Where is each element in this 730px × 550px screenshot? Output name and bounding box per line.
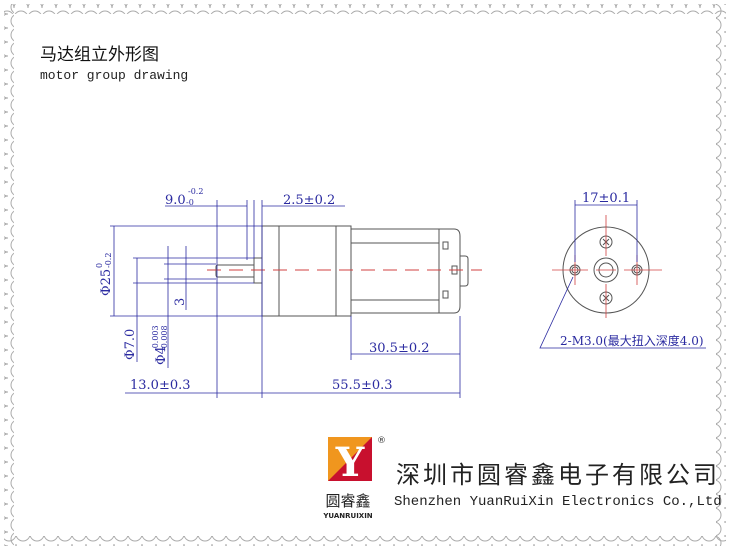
dim-shaft-dia-tol-lower: -0.008 — [160, 325, 169, 351]
dim-flange: 2.5±0.2 — [283, 193, 335, 208]
dimension-lines — [110, 200, 461, 398]
logo-en: YUANRUIXIN — [322, 512, 372, 520]
title-en: motor group drawing — [40, 68, 188, 83]
dim-shaft-length-tol-lower: -0 — [186, 198, 194, 207]
dim-gearbox-dia-tol-lower: -0.2 — [104, 253, 113, 268]
dim-shaft-length-tol-upper: -0.2 — [188, 187, 203, 196]
dim-shaft-dia: Φ4 — [154, 346, 169, 365]
dim-flat: 3 — [173, 298, 188, 306]
dim-motor-length: 30.5±0.2 — [369, 341, 430, 356]
company-name-en: Shenzhen YuanRuiXin Electronics Co.,Ltd — [394, 494, 722, 510]
logo-cn: 圆睿鑫 — [325, 492, 370, 510]
dim-gearbox-dia-tol-upper: 0 — [95, 263, 104, 268]
dim-shaft-length: 9.0 — [165, 193, 186, 208]
title-cn: 马达组立外形图 — [40, 45, 159, 65]
dim-body-length: 55.5±0.3 — [332, 378, 393, 393]
logo-letter: Y — [335, 439, 365, 486]
company-name-cn: 深圳市圆睿鑫电子有限公司 — [396, 461, 720, 489]
company-logo: Y ® 圆睿鑫 YUANRUIXIN — [322, 436, 386, 520]
registered-mark: ® — [377, 436, 386, 446]
dim-hole-note: 2-M3.0(最大扭入深度4.0) — [560, 333, 704, 348]
dim-boss-dia: Φ7.0 — [123, 329, 138, 360]
motor-end-view — [539, 200, 706, 349]
dim-hole-spacing: 17±0.1 — [582, 191, 630, 206]
scalloped-border — [4, 4, 726, 546]
dim-gearbox-dia: Φ25 — [99, 269, 114, 296]
dim-front-length: 13.0±0.3 — [130, 378, 191, 393]
dim-shaft-dia-tol-upper: -0.003 — [151, 325, 160, 351]
